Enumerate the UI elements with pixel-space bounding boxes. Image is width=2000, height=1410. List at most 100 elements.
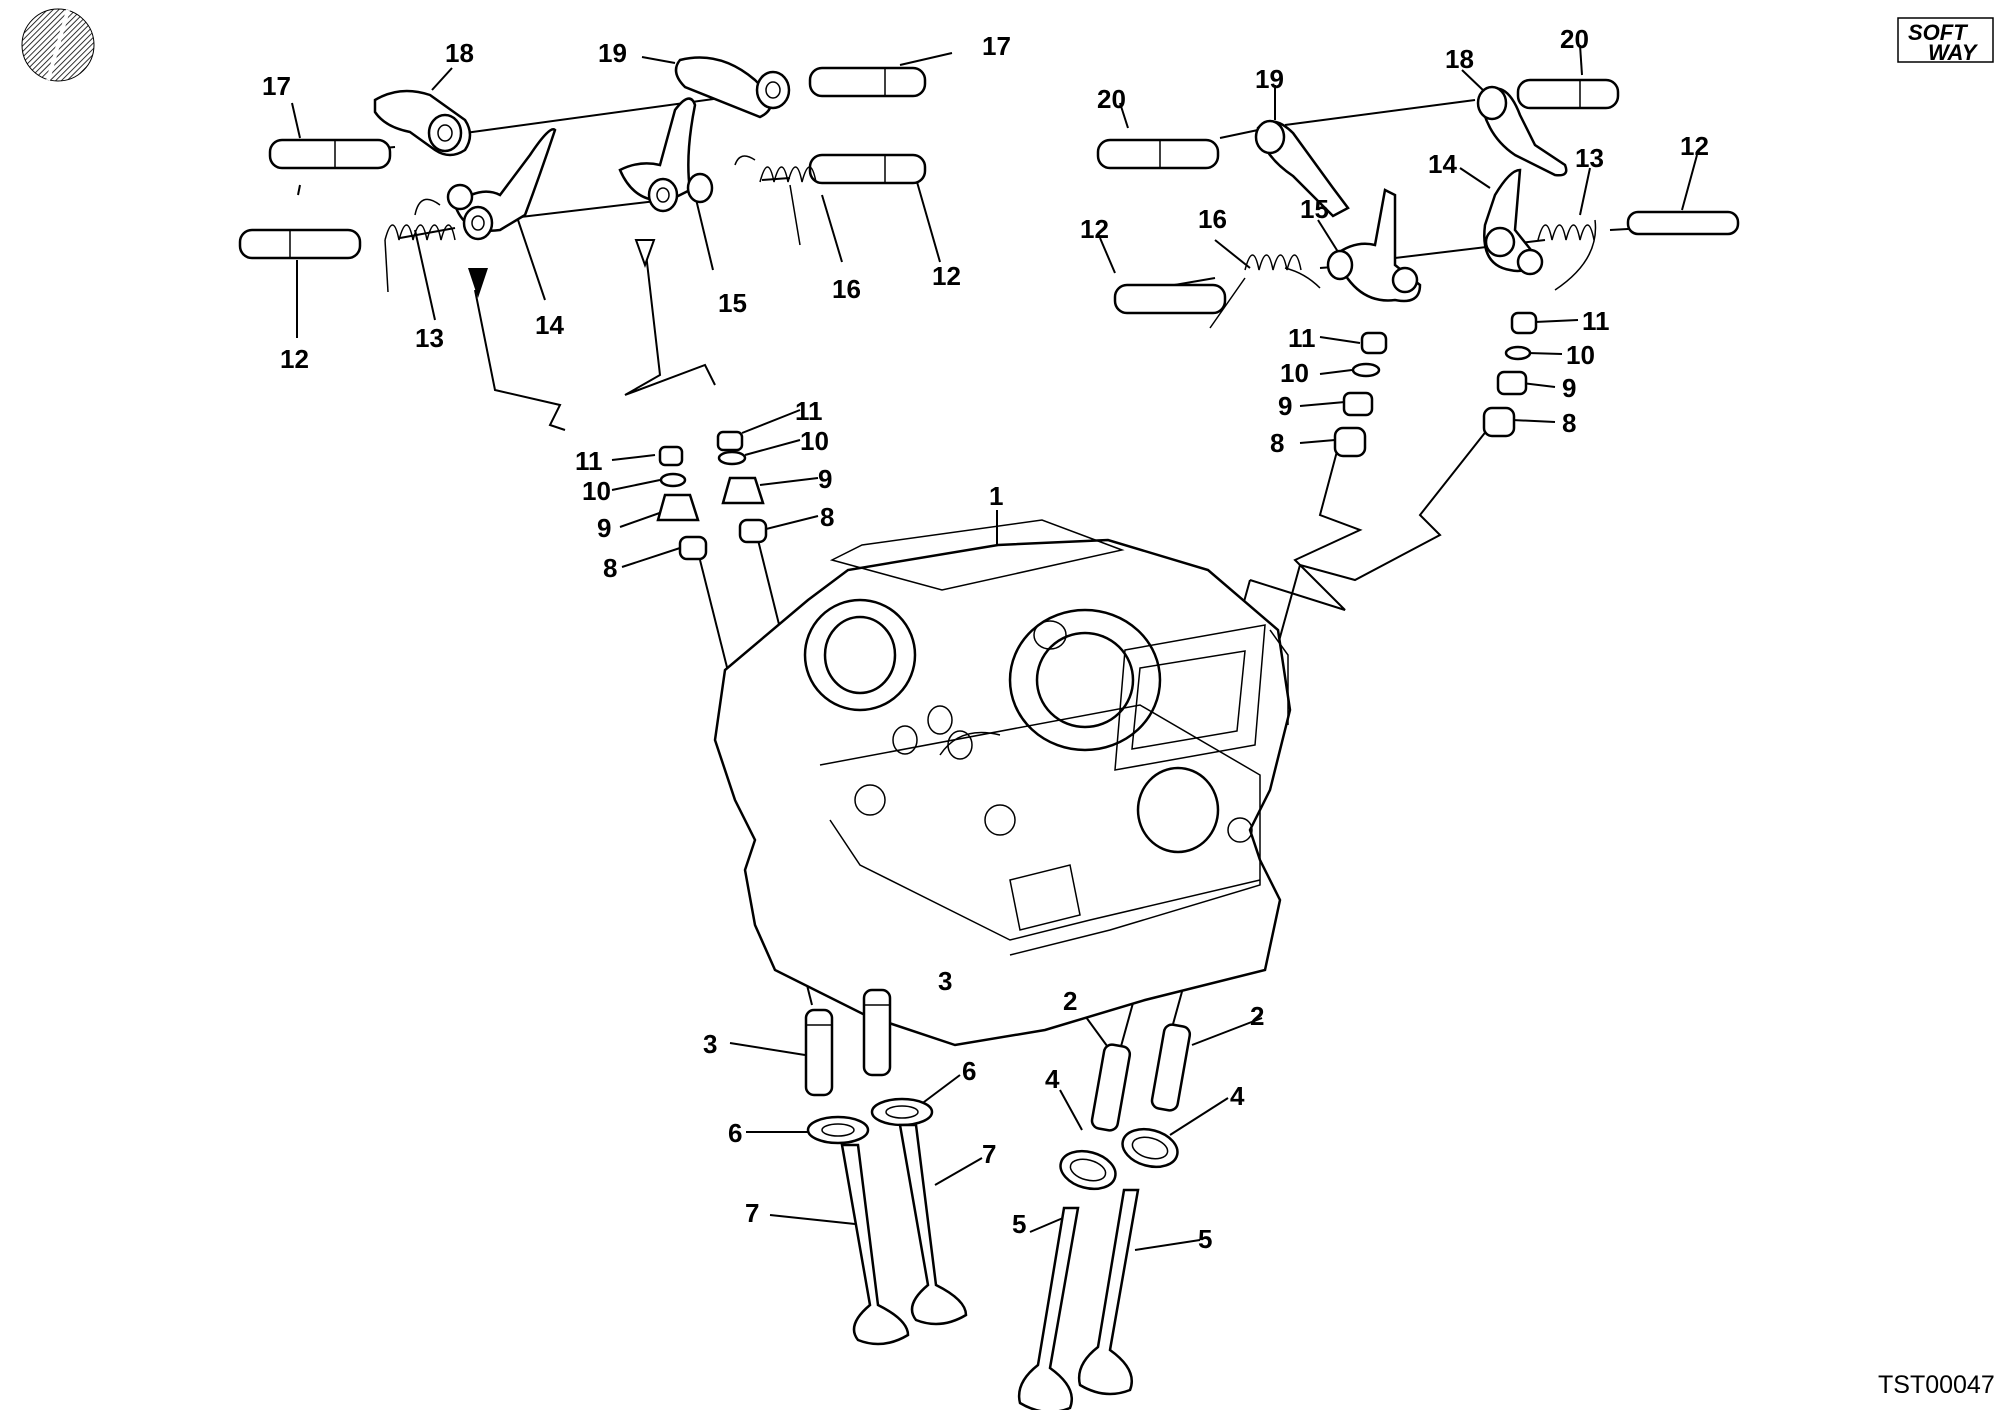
callout-8: 8	[1562, 408, 1576, 438]
valve-guide-part-2-a	[1090, 1043, 1132, 1132]
valve-part-7-a	[840, 1143, 910, 1346]
retainer-part-8-d	[1482, 406, 1516, 438]
softway-logo: SOFT WAY	[1897, 17, 1994, 65]
guide-arrow-left	[468, 268, 488, 298]
retainer-part-8-a	[678, 535, 708, 561]
cap-part-11-a	[658, 445, 684, 467]
callout-18: 18	[445, 38, 474, 68]
callout-10: 10	[1280, 358, 1309, 388]
ring-part-10-c	[1351, 362, 1381, 378]
callout-19: 19	[1255, 64, 1284, 94]
callout-15: 15	[1300, 194, 1329, 224]
retainer-part-8-c	[1333, 426, 1367, 458]
pin-part-12-left	[238, 228, 362, 260]
guide-arrow-right	[634, 239, 656, 268]
callout-11: 11	[575, 446, 603, 476]
callout-20: 20	[1097, 84, 1126, 114]
callout-9: 9	[818, 464, 832, 494]
callout-7: 7	[982, 1139, 996, 1169]
spring-part-16-right	[1209, 254, 1321, 329]
callout-6: 6	[962, 1056, 976, 1086]
cap-part-11-b	[716, 430, 744, 452]
callout-10: 10	[1566, 340, 1595, 370]
valve-keepers-right	[1333, 311, 1538, 458]
seal-ring-part-4-b	[1121, 1127, 1179, 1169]
rocker-arm-part-15-left	[618, 97, 714, 213]
callout-17: 17	[982, 31, 1011, 61]
cap-part-11-d	[1510, 311, 1538, 335]
logo-line-2: WAY	[1928, 40, 1979, 65]
pin-part-12-right	[808, 153, 927, 185]
valve-part-7-b	[898, 1123, 968, 1326]
callout-15: 15	[718, 288, 747, 318]
pin-part-20-left	[1096, 138, 1220, 170]
rocker-arm-part-14-right	[1483, 168, 1544, 276]
drawing-code: TST00047	[1878, 1371, 1995, 1399]
valve-guide-part-2-b	[1150, 1023, 1192, 1112]
callout-9: 9	[597, 513, 611, 543]
collet-part-9-d	[1496, 370, 1528, 396]
callout-2: 2	[1250, 1001, 1264, 1031]
valve-part-5-b	[1077, 1188, 1140, 1396]
collet-part-9-c	[1342, 391, 1374, 417]
callout-10: 10	[582, 476, 611, 506]
pin-part-17-left	[268, 138, 392, 170]
pin-part-17-right	[808, 66, 927, 98]
collet-part-9-a	[656, 493, 700, 522]
callout-8: 8	[603, 553, 617, 583]
callout-12: 12	[932, 261, 961, 291]
callout-10: 10	[800, 426, 829, 456]
callout-3: 3	[938, 966, 952, 996]
callout-5: 5	[1012, 1209, 1026, 1239]
pin-part-12-right-upper	[1626, 210, 1740, 236]
valve-part-5-a	[1017, 1206, 1080, 1410]
callout-18: 18	[1445, 44, 1474, 74]
callout-8: 8	[1270, 428, 1284, 458]
callout-16: 16	[832, 274, 861, 304]
callout-20: 20	[1560, 24, 1589, 54]
cylinder-head-part-1	[713, 519, 1292, 1047]
callout-labels: 17 18 19 17 13 14 15 16 12 12 11 10 9 8 …	[262, 24, 1709, 1254]
callout-13: 13	[1575, 143, 1604, 173]
logo-line-1: SOFT	[1908, 20, 1968, 45]
ring-part-10-b	[717, 450, 747, 466]
callout-1: 1	[989, 481, 1003, 511]
seal-ring-part-4-a	[1059, 1149, 1117, 1191]
callout-11: 11	[1288, 323, 1316, 353]
callout-19: 19	[598, 38, 627, 68]
spring-part-13-left	[384, 198, 456, 293]
cap-part-11-c	[1360, 331, 1388, 355]
spring-part-16-left	[734, 155, 817, 246]
collet-part-9-b	[721, 476, 765, 505]
callout-4: 4	[1230, 1081, 1245, 1111]
callout-7: 7	[745, 1198, 759, 1228]
callout-2: 2	[1063, 986, 1077, 1016]
callout-16: 16	[1198, 204, 1227, 234]
callout-8: 8	[820, 502, 834, 532]
callout-14: 14	[1428, 149, 1457, 179]
rocker-arm-part-14-left	[446, 128, 557, 241]
rocker-arm-part-19-left	[674, 56, 791, 119]
spring-part-13-right	[1537, 219, 1597, 291]
brand-disc-icon	[21, 8, 95, 82]
callout-14: 14	[535, 310, 564, 340]
callout-12: 12	[280, 344, 309, 374]
callout-9: 9	[1278, 391, 1292, 421]
rocker-arm-part-18-left	[373, 89, 472, 157]
washer-part-6-b	[870, 1097, 934, 1127]
ring-part-10-d	[1504, 345, 1532, 361]
ring-part-10-a	[659, 472, 687, 488]
rocker-arm-part-15-right	[1326, 188, 1422, 303]
retainer-part-8-b	[738, 518, 768, 544]
washer-part-6-a	[806, 1115, 870, 1145]
callout-3: 3	[703, 1029, 717, 1059]
pin-part-20-right	[1516, 78, 1620, 110]
valve-guide-part-3-b	[862, 988, 892, 1077]
callout-12: 12	[1680, 131, 1709, 161]
callout-4: 4	[1045, 1064, 1060, 1094]
rocker-arm-part-18-right	[1476, 85, 1568, 177]
callout-6: 6	[728, 1118, 742, 1148]
callout-5: 5	[1198, 1224, 1212, 1254]
callout-11: 11	[1582, 306, 1610, 336]
